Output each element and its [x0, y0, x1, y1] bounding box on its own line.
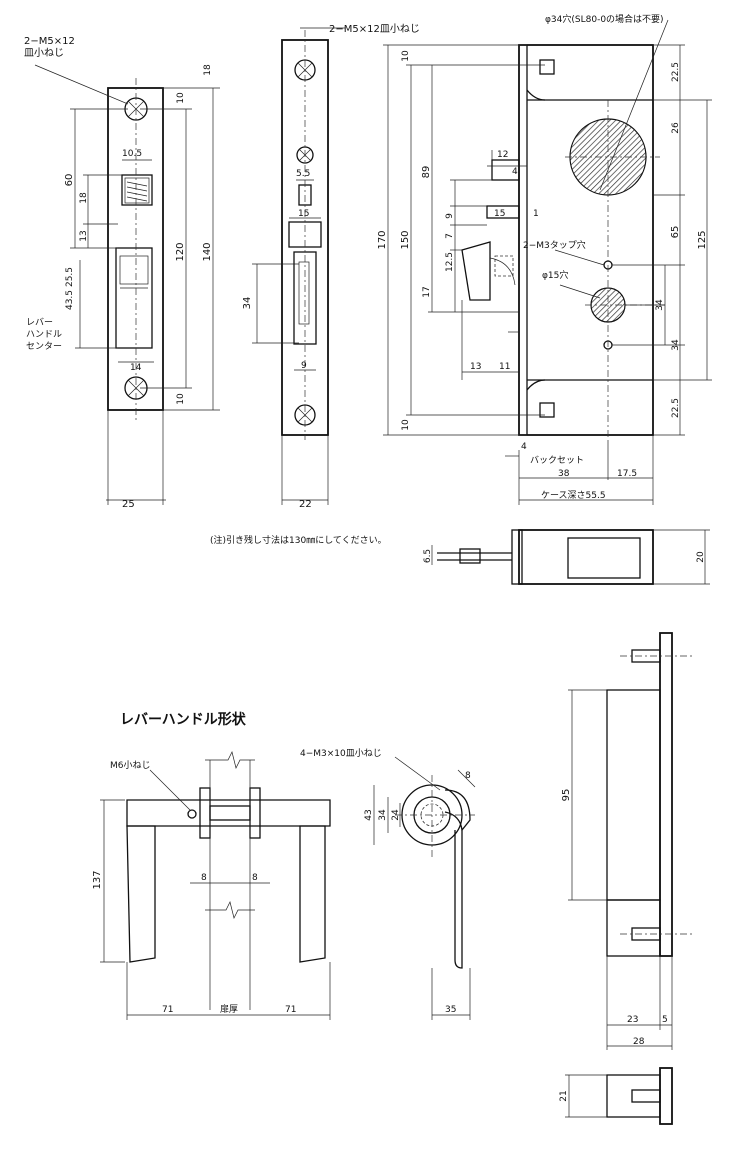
dim-89: 89 [421, 166, 432, 179]
dim-20: 20 [696, 551, 706, 563]
dim-phi43: 43 [364, 809, 374, 820]
dim-phi24: 24 [391, 809, 401, 821]
dim-case-7: 7 [445, 233, 455, 239]
dim-10-5: 10.5 [122, 149, 142, 159]
dim-5: 5 [662, 1015, 668, 1025]
dim-95: 95 [561, 789, 572, 802]
dim-case-17: 17 [422, 286, 432, 297]
strike-screw-note: 2−M5×12皿小ねじ [329, 23, 420, 35]
dim-strike-15: 15 [298, 209, 309, 219]
dim-case-4: 4 [512, 167, 518, 177]
dim-lever-8a: 8 [201, 873, 207, 883]
dim-case-34a: 34 [655, 299, 665, 311]
strike-plate-view: 2−M5×12皿小ねじ 22 5.5 15 34 9 [242, 23, 420, 510]
dim-strike-width: 22 [299, 499, 312, 510]
strike-box-view: 95 23 5 28 [561, 632, 695, 1050]
dim-case-13: 13 [470, 362, 481, 372]
lever-bar [126, 799, 331, 827]
door-thickness-label: 扉厚 [220, 1003, 238, 1015]
phi15-note: φ15穴 [542, 269, 568, 281]
lock-case-view: φ34穴(SL80-0の場合は不要) 2−M3タップ穴 φ15穴 170 150… [377, 13, 712, 505]
leave-note: (注)引き残し寸法は130㎜にしてください。 [210, 534, 387, 546]
spring-icon [126, 181, 148, 202]
rose-screws-note: 4−M3×10皿小ねじ [300, 748, 382, 759]
dim-strike-34: 34 [242, 297, 253, 310]
dim-120: 120 [175, 242, 186, 261]
dim-13: 13 [79, 230, 89, 241]
dim-lever-8b: 8 [252, 873, 258, 883]
m6-screw-label: M6小ねじ [110, 760, 151, 771]
tap-hole-note: 2−M3タップ穴 [523, 239, 586, 251]
dim-fp-width: 25 [122, 499, 135, 510]
backset-label: バックセット [530, 455, 584, 466]
strike-box-top-view: 21 [559, 1067, 673, 1125]
bolt-window [115, 247, 153, 349]
dim-150: 150 [400, 230, 411, 249]
dim-case-4b: 4 [521, 442, 527, 452]
dim-18-top: 18 [203, 64, 213, 76]
dim-10-bottom: 10 [176, 393, 186, 405]
dim-case-34b: 34 [671, 339, 681, 351]
dim-18-latch: 18 [79, 192, 89, 204]
latch-window [121, 174, 153, 206]
dim-22-5-bottom: 22.5 [671, 398, 681, 418]
lever-handle-view: レバーハンドル形状 M6小ねじ 137 8 8 71 扉厚 71 [92, 711, 331, 1020]
dim-10-top: 10 [176, 92, 186, 104]
phi34-note: φ34穴(SL80-0の場合は不要) [545, 13, 664, 25]
dim-case-15: 15 [494, 209, 505, 219]
lever-title: レバーハンドル形状 [120, 711, 247, 728]
dim-22-5-top: 22.5 [671, 62, 681, 82]
dim-140: 140 [202, 242, 213, 261]
dim-65: 65 [670, 226, 681, 239]
dim-case-12-5: 12.5 [445, 252, 455, 272]
dim-71a: 71 [162, 1005, 173, 1015]
dim-26: 26 [671, 122, 681, 134]
dim-38: 38 [558, 469, 570, 479]
front-plate-outline [107, 87, 164, 411]
dim-23: 23 [627, 1015, 638, 1025]
dim-phi34: 34 [378, 809, 388, 821]
case-top-view: (注)引き残し寸法は130㎜にしてください。 6.5 20 [210, 529, 710, 585]
dim-125: 125 [697, 230, 708, 249]
dim-137: 137 [92, 870, 103, 889]
dim-60: 60 [64, 174, 75, 187]
dim-35: 35 [445, 1005, 456, 1015]
dim-case-1: 1 [533, 209, 539, 219]
dim-14: 14 [130, 363, 142, 373]
dim-case-11: 11 [499, 362, 510, 372]
dim-170: 170 [377, 230, 388, 249]
dim-28: 28 [633, 1037, 645, 1047]
dim-71b: 71 [285, 1005, 296, 1015]
dim-strike-9: 9 [301, 361, 307, 371]
dim-case-10-top: 10 [401, 50, 411, 62]
dim-43-5: 43.5 [65, 290, 75, 310]
lever-center-label: レバーハンドルセンター [26, 317, 62, 352]
dim-25-5: 25.5 [65, 267, 75, 287]
dim-12: 12 [497, 150, 508, 160]
dim-case-10-bottom: 10 [401, 419, 411, 431]
case-depth-label: ケース深さ55.5 [541, 490, 606, 501]
dim-21: 21 [559, 1090, 569, 1101]
dim-6-5: 6.5 [423, 549, 433, 563]
dim-case-9: 9 [445, 213, 455, 219]
case-outline [518, 44, 654, 436]
dim-17-5: 17.5 [617, 469, 637, 479]
dim-side-8: 8 [465, 771, 471, 781]
left-lever-arm [126, 825, 156, 963]
right-lever-arm [299, 825, 326, 963]
lever-side-view: 4−M3×10皿小ねじ 43 34 24 8 35 [300, 748, 476, 1020]
dim-5-5: 5.5 [296, 169, 310, 179]
